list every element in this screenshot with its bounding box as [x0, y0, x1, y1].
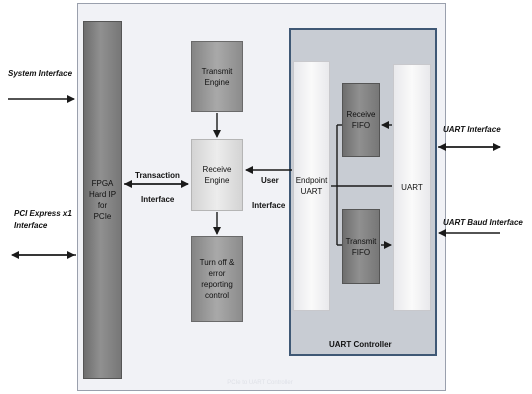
- uart-block: UART: [393, 64, 431, 311]
- user-label: User: [261, 176, 279, 185]
- turn-off-error-control-block: Turn off & error reporting control: [191, 236, 243, 322]
- endpoint-uart-block: Endpoint UART: [293, 61, 330, 311]
- turn-off-line3: reporting: [201, 280, 233, 289]
- receive-engine-line1: Receive: [202, 165, 232, 174]
- transaction-label: Transaction: [135, 171, 180, 180]
- fpga-label-line2: Hard IP for: [88, 190, 117, 210]
- endpoint-uart-line1: Endpoint: [295, 176, 328, 185]
- watermark-caption: PCIe to UART Controller: [227, 380, 293, 386]
- transmit-fifo-block: Transmit FIFO: [342, 209, 380, 284]
- turn-off-line1: Turn off &: [199, 258, 235, 267]
- pci-express-label-line2: Interface: [14, 221, 48, 230]
- endpoint-uart-line2: UART: [300, 187, 323, 196]
- fpga-label-line3: PCIe: [93, 212, 112, 221]
- pci-express-label-line1: PCI Express x1: [14, 209, 72, 218]
- receive-fifo-line1: Receive: [346, 110, 376, 119]
- receive-fifo-line2: FIFO: [351, 121, 371, 130]
- user-interface-label: Interface: [252, 201, 286, 210]
- turn-off-line4: control: [204, 291, 229, 300]
- receive-engine-block: Receive Engine: [191, 139, 243, 211]
- transmit-fifo-line1: Transmit: [345, 236, 377, 246]
- receive-engine-line2: Engine: [204, 176, 230, 185]
- transaction-interface-label: Interface: [141, 195, 175, 204]
- fpga-label-line1: FPGA: [91, 179, 114, 188]
- transmit-fifo-line2: FIFO: [351, 247, 371, 257]
- transmit-engine-line2: Engine: [204, 77, 230, 87]
- receive-fifo-block: Receive FIFO: [342, 83, 380, 157]
- system-interface-label: System Interface: [8, 69, 73, 78]
- uart-label: UART: [401, 183, 423, 192]
- turn-off-line2: error: [208, 269, 226, 278]
- transmit-engine-block: Transmit Engine: [191, 41, 243, 112]
- uart-baud-interface-label: UART Baud Interface: [443, 218, 523, 227]
- uart-controller-label: UART Controller: [329, 340, 392, 349]
- fpga-hard-ip-block: FPGA Hard IP for PCIe: [83, 21, 122, 379]
- uart-interface-label: UART Interface: [443, 125, 501, 134]
- transmit-engine-line1: Transmit: [201, 66, 233, 76]
